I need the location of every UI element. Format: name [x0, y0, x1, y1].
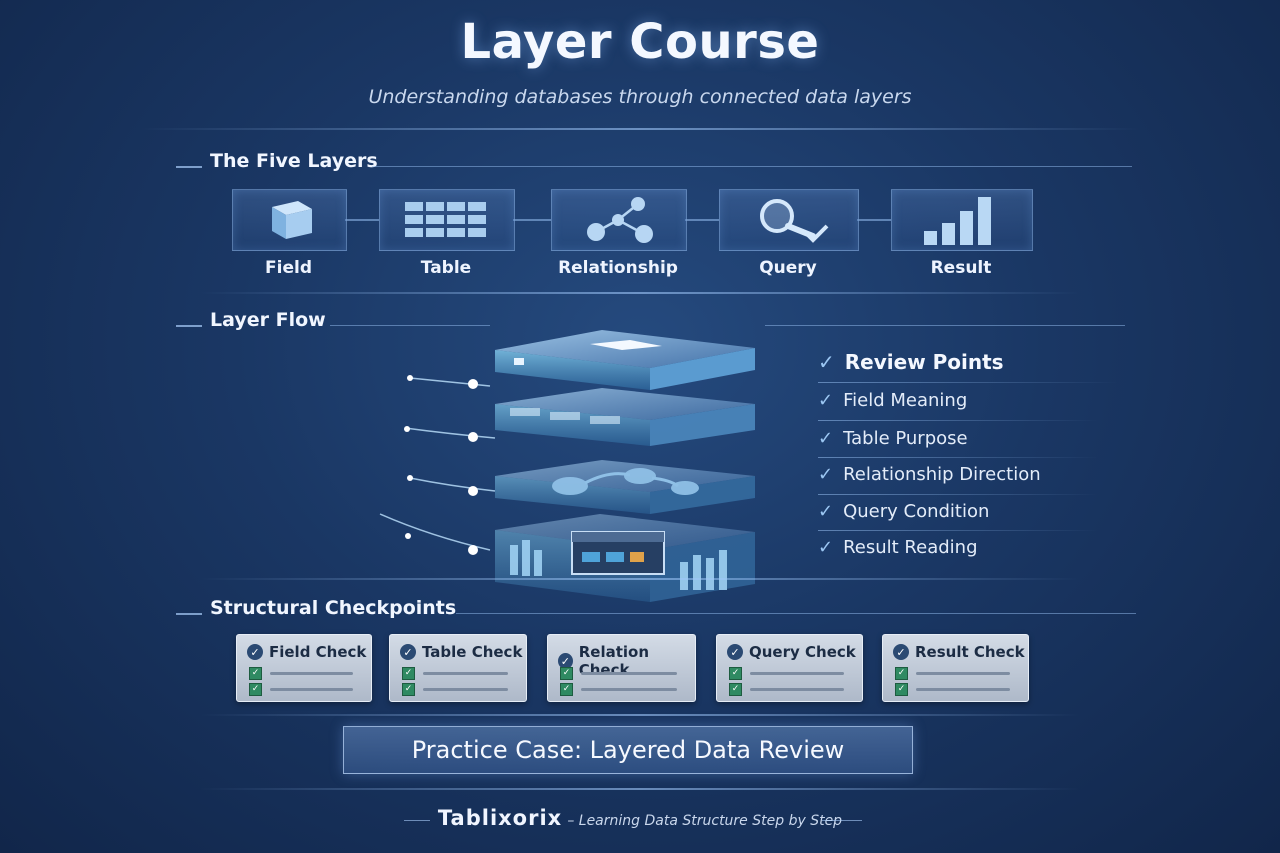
layer-result	[891, 189, 1033, 251]
header-divider	[140, 128, 1140, 130]
section-dash	[176, 325, 202, 327]
review-title: ✓ Review Points	[818, 350, 1004, 374]
check-circle-icon: ✓	[727, 644, 743, 660]
review-item: ✓ Field Meaning	[818, 390, 967, 411]
checkbox-icon: ✓	[249, 682, 262, 696]
review-divider	[818, 420, 1098, 421]
checkbox-icon: ✓	[729, 682, 742, 696]
layer-label-field: Field	[265, 258, 312, 278]
check-icon: ✓	[818, 537, 834, 558]
footer-dash	[822, 820, 862, 821]
review-item: ✓ Result Reading	[818, 537, 978, 558]
section-line	[765, 325, 1125, 326]
check-circle-icon: ✓	[893, 644, 909, 660]
checkbox-icon: ✓	[249, 666, 262, 680]
page-subtitle: Understanding databases through connecte…	[368, 86, 912, 108]
section-divider	[200, 578, 1080, 580]
network-nodes-icon	[587, 197, 653, 243]
layer-stack-illustration	[379, 330, 755, 602]
review-divider	[818, 457, 1098, 458]
checkbox-icon: ✓	[895, 666, 908, 680]
cube-icon	[271, 201, 312, 239]
review-item: ✓ Table Purpose	[818, 428, 968, 449]
checkpoint-card-table: ✓ Table Check ✓ ✓	[389, 634, 527, 702]
check-circle-icon: ✓	[400, 644, 416, 660]
check-icon: ✓	[818, 350, 835, 374]
check-icon: ✓	[818, 428, 834, 449]
review-item-label: Field Meaning	[843, 390, 968, 411]
check-icon: ✓	[818, 390, 834, 411]
check-circle-icon: ✓	[247, 644, 263, 660]
checkbox-icon: ✓	[560, 666, 573, 680]
review-item-label: Relationship Direction	[843, 464, 1041, 485]
checkpoints-heading: Structural Checkpoints	[210, 597, 457, 619]
footer-tagline: – Learning Data Structure Step by Step	[567, 813, 843, 829]
checkbox-icon: ✓	[729, 666, 742, 680]
checkpoint-title: Query Check	[749, 643, 856, 661]
layer-query	[719, 189, 859, 251]
footer: Tablixorix – Learning Data Structure Ste…	[0, 806, 1280, 830]
check-icon: ✓	[818, 464, 834, 485]
checkbox-icon: ✓	[402, 682, 415, 696]
checkpoint-card-query: ✓ Query Check ✓ ✓	[716, 634, 863, 702]
layer-field	[232, 189, 347, 251]
layer-label-relationship: Relationship	[558, 258, 678, 278]
checkpoint-title: Field Check	[269, 643, 367, 661]
check-circle-icon: ✓	[558, 653, 573, 669]
footer-divider	[200, 788, 1080, 790]
review-title-label: Review Points	[844, 350, 1004, 374]
checkpoint-card-field: ✓ Field Check ✓ ✓	[236, 634, 372, 702]
checkpoint-card-relation: ✓ Relation Check ✓ ✓	[547, 634, 696, 702]
layer-label-result: Result	[930, 258, 992, 278]
section-line	[372, 166, 1132, 167]
layer-flow-heading: Layer Flow	[210, 309, 326, 331]
check-icon: ✓	[818, 501, 834, 522]
review-item-label: Table Purpose	[843, 428, 968, 449]
checkpoint-title: Table Check	[422, 643, 523, 661]
layer-relationship	[551, 189, 687, 251]
section-dash	[176, 613, 202, 615]
page-title: Layer Course	[460, 14, 820, 70]
bar-chart-icon	[924, 197, 991, 245]
section-divider	[200, 292, 1080, 294]
layer-label-table: Table	[420, 258, 472, 278]
practice-case-button[interactable]: Practice Case: Layered Data Review	[343, 726, 913, 774]
five-layers-heading: The Five Layers	[210, 150, 378, 172]
footer-brand: Tablixorix	[437, 806, 563, 830]
review-item: ✓ Query Condition	[818, 501, 989, 522]
review-divider	[818, 382, 1118, 383]
checkbox-icon: ✓	[895, 682, 908, 696]
layer-connector	[857, 219, 891, 221]
checkpoint-title: Result Check	[915, 643, 1025, 661]
layer-connector	[345, 219, 379, 221]
grid-table-icon	[405, 202, 486, 237]
checkpoint-card-result: ✓ Result Check ✓ ✓	[882, 634, 1029, 702]
review-item-label: Result Reading	[843, 537, 978, 558]
section-line	[456, 613, 1136, 614]
review-divider	[818, 494, 1098, 495]
review-divider	[818, 530, 1098, 531]
magnifier-check-icon	[760, 199, 829, 243]
footer-dash	[404, 820, 430, 821]
layer-table	[379, 189, 515, 251]
layer-label-query: Query	[759, 258, 817, 278]
layer-connector	[513, 219, 551, 221]
section-dash	[176, 166, 202, 168]
section-divider	[200, 714, 1080, 716]
section-line	[330, 325, 490, 326]
checkbox-icon: ✓	[402, 666, 415, 680]
checkbox-icon: ✓	[560, 682, 573, 696]
review-item: ✓ Relationship Direction	[818, 464, 1041, 485]
review-item-label: Query Condition	[843, 501, 990, 522]
layer-connector	[685, 219, 719, 221]
checkpoint-title: Relation Check	[578, 643, 650, 679]
